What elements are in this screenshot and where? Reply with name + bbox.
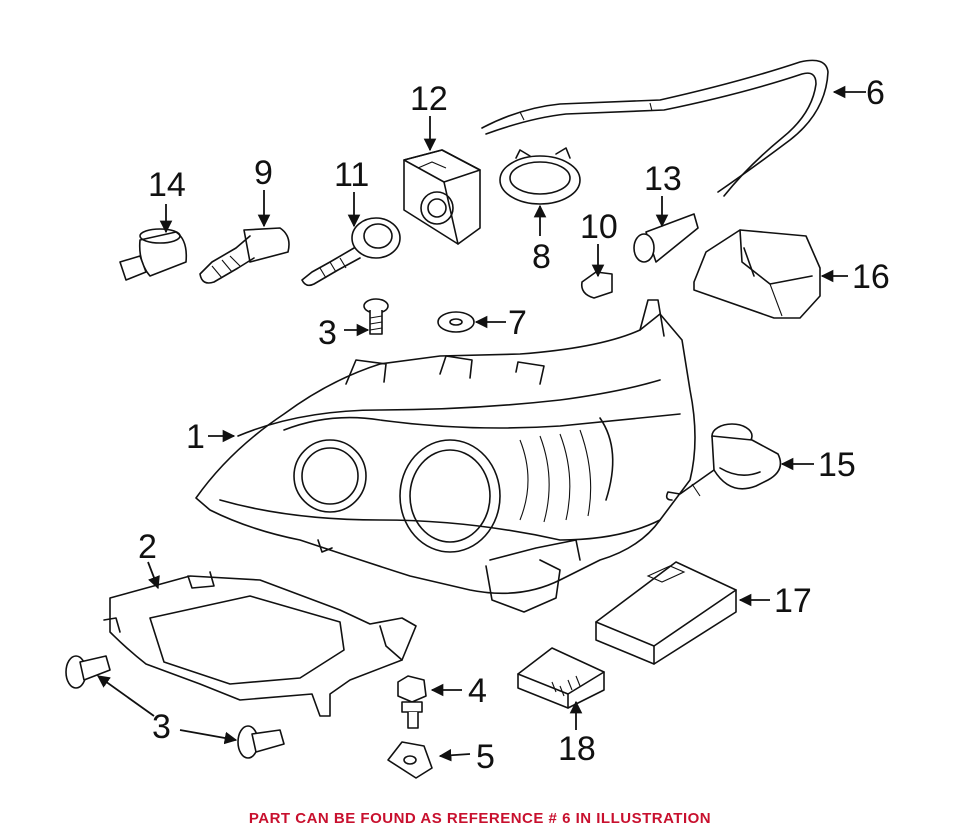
adaptive-module-part[interactable] [517, 647, 605, 709]
callout-4: 4 [468, 672, 487, 710]
side-marker-bulb-part[interactable] [580, 271, 613, 299]
bolt-part[interactable] [397, 675, 427, 729]
callout-15: 15 [818, 446, 856, 484]
clip-nut-part[interactable] [387, 741, 433, 779]
callout-7: 7 [508, 304, 527, 342]
callout-1: 1 [186, 418, 205, 456]
callout-16: 16 [852, 258, 890, 296]
headlamp-cover-part[interactable] [693, 229, 821, 319]
callout-5: 5 [476, 738, 495, 776]
seal-strip-part[interactable] [481, 59, 829, 197]
callout-9: 9 [254, 154, 273, 192]
washer-part[interactable] [437, 311, 475, 333]
xenon-ballast-part[interactable] [403, 149, 481, 245]
callout-8: 8 [532, 238, 551, 276]
headlamp-assembly-part[interactable] [195, 299, 696, 613]
callout-13: 13 [644, 160, 682, 198]
side-marker-socket-part[interactable] [633, 213, 699, 263]
mounting-bracket-part[interactable] [103, 571, 417, 717]
screw-lower-part[interactable] [65, 655, 285, 759]
callout-numbers: 1 2 3 3 4 5 6 7 8 9 10 11 12 13 14 15 16… [138, 74, 890, 776]
callout-6: 6 [866, 74, 885, 112]
leader-arrows [96, 85, 866, 762]
xenon-bulb-part[interactable] [301, 217, 401, 287]
bulb-cap-part[interactable] [499, 147, 581, 205]
callout-2: 2 [138, 528, 157, 566]
callout-18: 18 [558, 730, 596, 768]
connector-part[interactable] [119, 228, 188, 281]
callout-3-lower: 3 [152, 708, 171, 746]
callout-10: 10 [580, 208, 618, 246]
callout-3-upper: 3 [318, 314, 337, 352]
fog-lamp-bulb-part[interactable] [665, 423, 782, 501]
control-unit-part[interactable] [595, 561, 737, 665]
screw-upper-part[interactable] [363, 298, 389, 335]
halogen-bulb-part[interactable] [199, 227, 290, 284]
callout-14: 14 [148, 166, 186, 204]
callout-17: 17 [774, 582, 812, 620]
callout-12: 12 [410, 80, 448, 118]
callout-11: 11 [334, 156, 369, 194]
reference-note: PART CAN BE FOUND AS REFERENCE # 6 IN IL… [248, 810, 712, 827]
